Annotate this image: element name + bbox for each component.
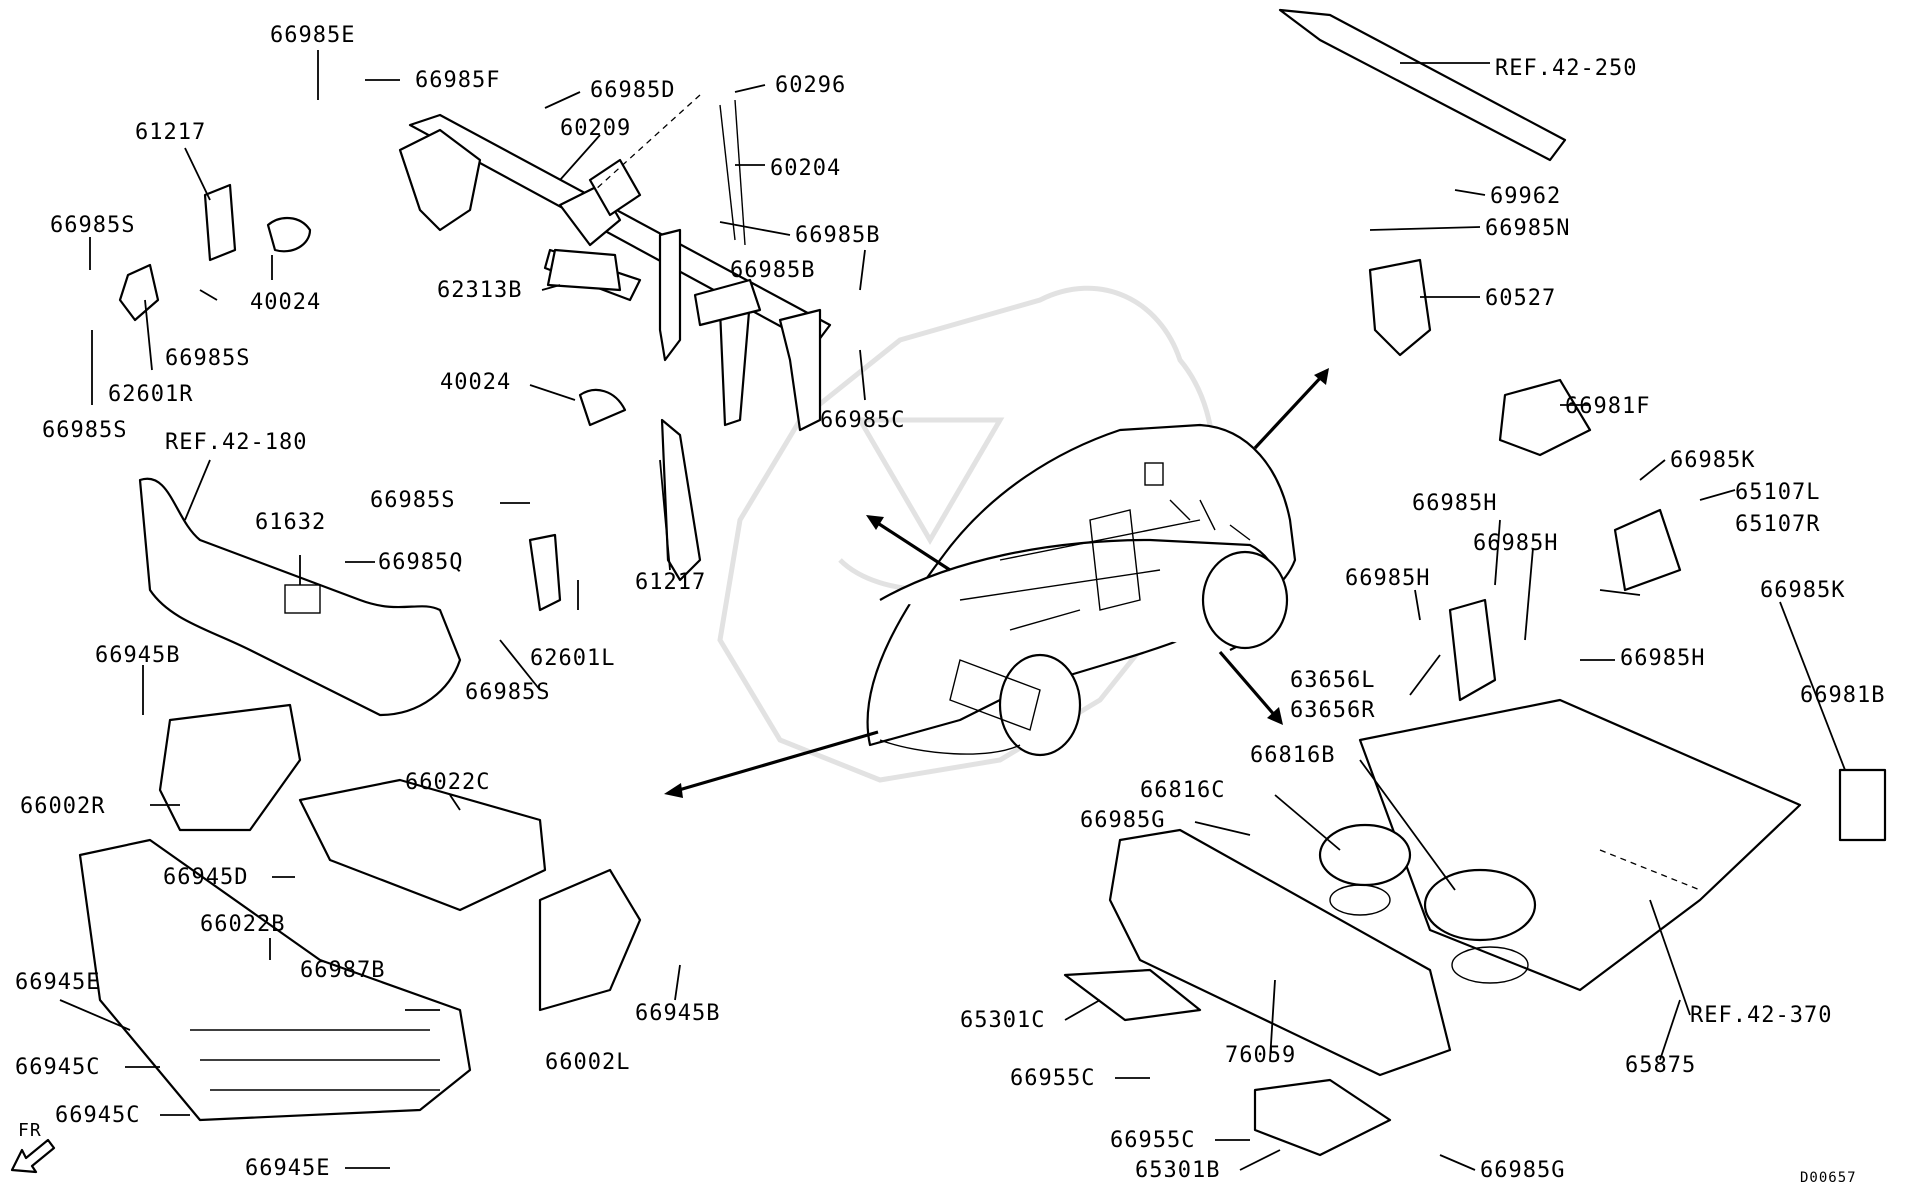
label-66981B: 66981B bbox=[1800, 683, 1886, 708]
lower-right-floor bbox=[1063, 698, 1802, 1157]
label-65107L: 65107L bbox=[1735, 480, 1821, 505]
label-63656R: 63656R bbox=[1290, 698, 1376, 723]
label-66985F: 66985F bbox=[415, 68, 501, 93]
vehicle-outline bbox=[866, 423, 1297, 757]
label-65875: 65875 bbox=[1625, 1053, 1697, 1078]
label-62313B: 62313B bbox=[437, 278, 523, 303]
label-66985S-3: 66985S bbox=[42, 418, 128, 443]
label-66955C-1: 66955C bbox=[1010, 1066, 1096, 1091]
label-66945B-1: 66945B bbox=[95, 643, 181, 668]
upper-right-parts bbox=[1278, 8, 1887, 842]
label-40024-upper: 40024 bbox=[250, 290, 322, 315]
label-62601L: 62601L bbox=[530, 646, 616, 671]
front-direction-arrow bbox=[10, 1138, 56, 1174]
label-66955C-2: 66955C bbox=[1110, 1128, 1196, 1153]
label-62601R: 62601R bbox=[108, 382, 194, 407]
label-ref-42-370: REF.42-370 bbox=[1690, 1003, 1833, 1028]
cowl-panel bbox=[138, 477, 462, 717]
crossmember-assembly bbox=[398, 94, 832, 432]
diagram-id: D00657 bbox=[1800, 1170, 1857, 1186]
label-66945C-2: 66945C bbox=[55, 1103, 141, 1128]
label-66985C: 66985C bbox=[820, 408, 906, 433]
label-66985Q: 66985Q bbox=[378, 550, 464, 575]
label-66985H-4: 66985H bbox=[1620, 646, 1706, 671]
label-61217-upper: 61217 bbox=[135, 120, 207, 145]
label-ref-42-250: REF.42-250 bbox=[1495, 56, 1638, 81]
label-66945E-1: 66945E bbox=[15, 970, 101, 995]
label-65301C: 65301C bbox=[960, 1008, 1046, 1033]
label-60209: 60209 bbox=[560, 116, 632, 141]
label-66985G-1: 66985G bbox=[1080, 808, 1166, 833]
label-66985K-2: 66985K bbox=[1760, 578, 1846, 603]
label-66002R: 66002R bbox=[20, 794, 106, 819]
label-66985S-4: 66985S bbox=[370, 488, 456, 513]
label-66985S-2: 66985S bbox=[165, 346, 251, 371]
label-66985N: 66985N bbox=[1485, 216, 1571, 241]
label-61632: 61632 bbox=[255, 510, 327, 535]
label-66022B: 66022B bbox=[200, 912, 286, 937]
label-65301B: 65301B bbox=[1135, 1158, 1221, 1183]
label-66981F: 66981F bbox=[1565, 394, 1651, 419]
label-66945E-2: 66945E bbox=[245, 1156, 331, 1181]
label-ref-42-180: REF.42-180 bbox=[165, 430, 308, 455]
label-66985S-5: 66985S bbox=[465, 680, 551, 705]
label-66022C: 66022C bbox=[405, 770, 491, 795]
label-66985B-1: 66985B bbox=[795, 223, 881, 248]
label-69962: 69962 bbox=[1490, 184, 1562, 209]
label-66985E: 66985E bbox=[270, 23, 356, 48]
label-66985S-1: 66985S bbox=[50, 213, 136, 238]
label-66816B: 66816B bbox=[1250, 743, 1336, 768]
label-66985D: 66985D bbox=[590, 78, 676, 103]
section-arrows bbox=[664, 368, 1329, 798]
label-66945B-2: 66945B bbox=[635, 1001, 721, 1026]
label-66945C-1: 66945C bbox=[15, 1055, 101, 1080]
label-60527: 60527 bbox=[1485, 286, 1557, 311]
label-63656L: 63656L bbox=[1290, 668, 1376, 693]
label-65107R: 65107R bbox=[1735, 512, 1821, 537]
label-76059: 76059 bbox=[1225, 1043, 1297, 1068]
label-60296: 60296 bbox=[775, 73, 847, 98]
label-66985H-2: 66985H bbox=[1473, 531, 1559, 556]
leader-lines bbox=[59, 50, 1846, 1171]
label-66987B: 66987B bbox=[300, 958, 386, 983]
label-61217-lower: 61217 bbox=[635, 570, 707, 595]
label-66985K-1: 66985K bbox=[1670, 448, 1756, 473]
lower-left-covers bbox=[78, 703, 642, 1122]
label-66816C: 66816C bbox=[1140, 778, 1226, 803]
label-66985B-2: 66985B bbox=[730, 258, 816, 283]
label-66002L: 66002L bbox=[545, 1050, 631, 1075]
label-66985H-3: 66985H bbox=[1345, 566, 1431, 591]
label-66985H-1: 66985H bbox=[1412, 491, 1498, 516]
label-40024-lower: 40024 bbox=[440, 370, 512, 395]
label-60204: 60204 bbox=[770, 156, 842, 181]
upper-left-brackets bbox=[118, 183, 702, 612]
label-66945D: 66945D bbox=[163, 865, 249, 890]
front-direction-label: FR bbox=[18, 1120, 42, 1141]
label-66985G-2: 66985G bbox=[1480, 1158, 1566, 1183]
